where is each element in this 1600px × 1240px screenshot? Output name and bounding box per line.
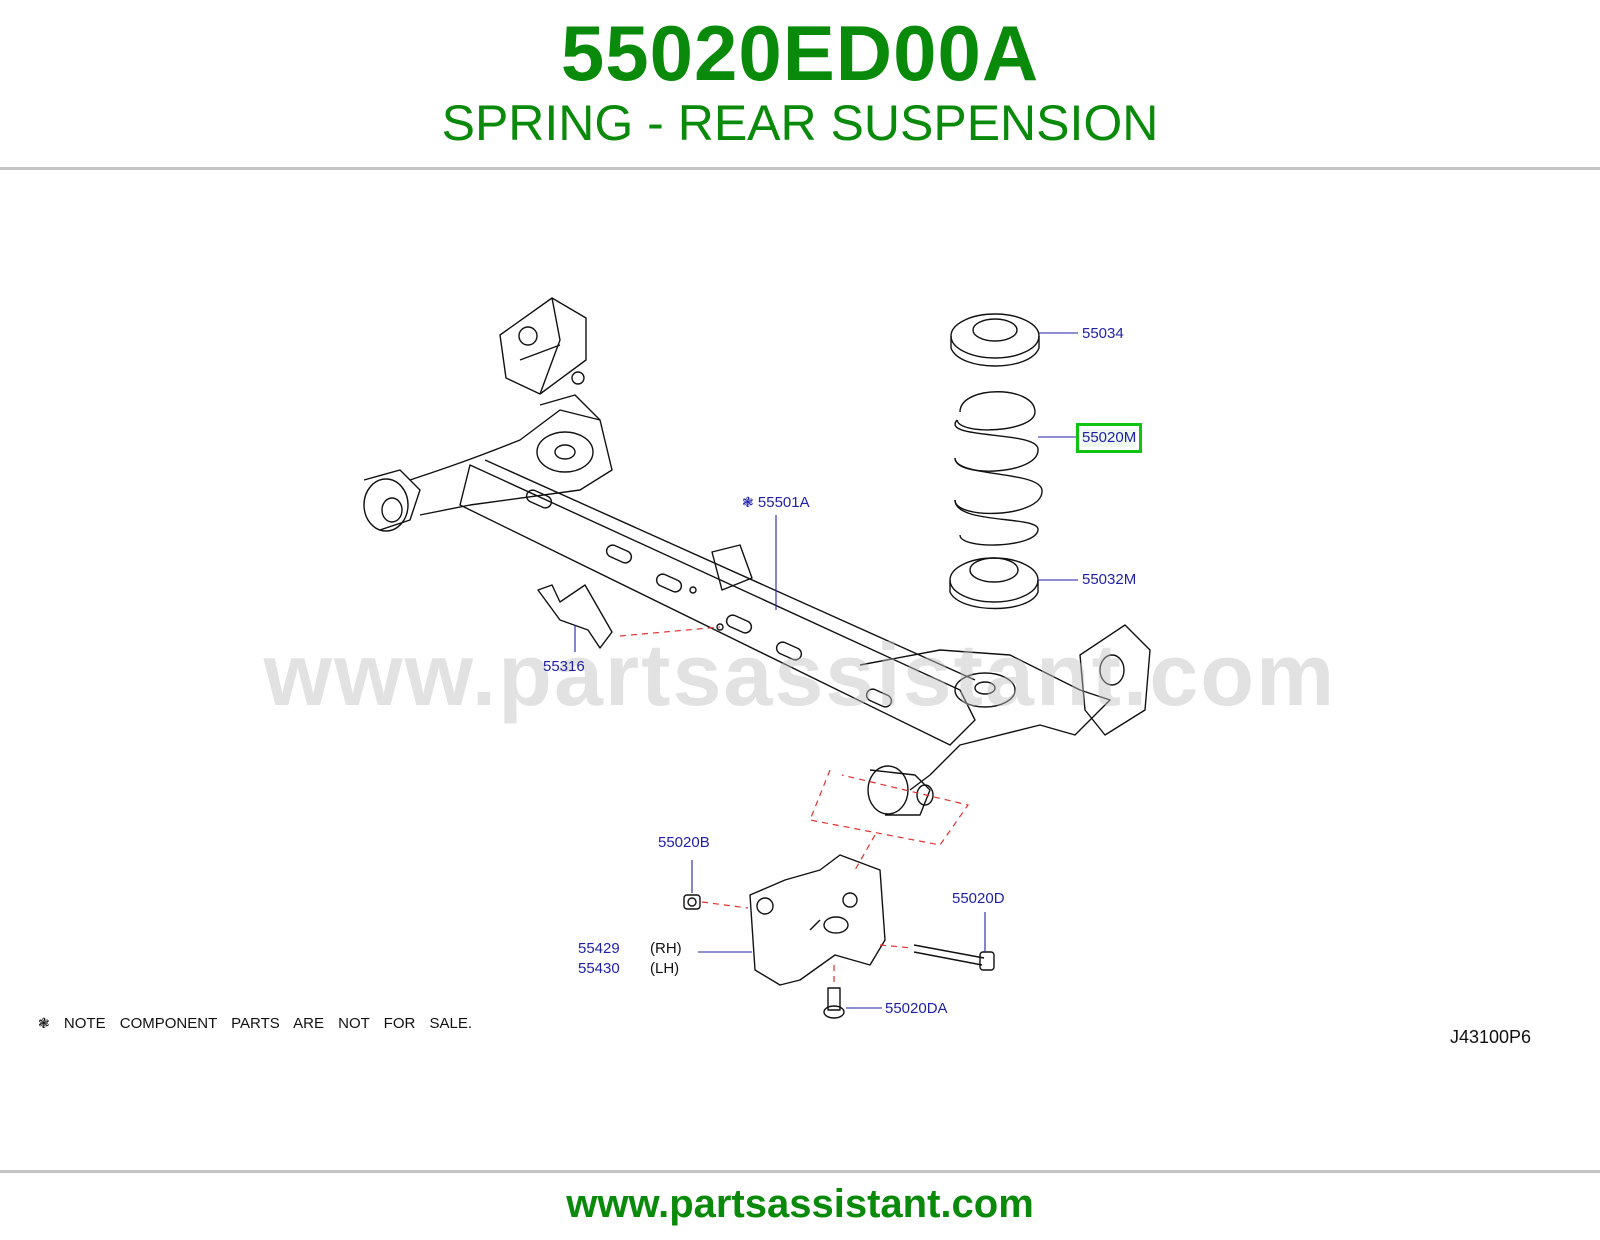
- left-mount-bracket: [499, 297, 587, 395]
- flange-nut: [683, 894, 701, 910]
- note-star-icon: ❃: [38, 1015, 50, 1031]
- lower-spring-seat: [949, 557, 1039, 610]
- mounting-bracket: [749, 854, 886, 986]
- callout-55430[interactable]: 55430: [578, 960, 620, 977]
- not-for-sale-icon: ❃: [742, 494, 754, 510]
- left-bushing: [363, 469, 421, 532]
- side-lh: (LH): [650, 960, 680, 977]
- axle-beam: [459, 459, 976, 746]
- part-description: SPRING - REAR SUSPENSION: [441, 95, 1159, 151]
- right-bushing: [867, 765, 934, 816]
- callout-55501A[interactable]: ❃ 55501A: [742, 493, 810, 512]
- right-trailing-arm: [859, 649, 1111, 791]
- callout-55316[interactable]: 55316: [543, 658, 585, 675]
- side-rh: (RH): [650, 940, 682, 957]
- callout-55429[interactable]: 55429: [578, 940, 620, 957]
- long-bolt: [913, 944, 995, 971]
- note-text: NOTE COMPONENT PARTS ARE NOT FOR SALE.: [63, 1015, 473, 1032]
- left-trailing-arm: [409, 394, 613, 516]
- upper-spring-seat: [950, 313, 1040, 367]
- part-number-title: 55020ED00A: [560, 9, 1040, 97]
- not-for-sale-note: ❃ NOTE COMPONENT PARTS ARE NOT FOR SALE.: [38, 1014, 472, 1033]
- callout-55034[interactable]: 55034: [1082, 325, 1124, 342]
- dashed-leaders: [619, 626, 969, 986]
- callout-leaders: [574, 332, 1078, 1009]
- footer-divider: [0, 1170, 1600, 1173]
- footer-link[interactable]: www.partsassistant.com: [566, 1182, 1034, 1226]
- short-bolt: [823, 987, 845, 1019]
- suspension-diagram: [363, 297, 1151, 1019]
- diagram-code: J43100P6: [1450, 1027, 1532, 1047]
- callout-55501A-label: 55501A: [757, 494, 810, 511]
- callout-55020M[interactable]: 55020M: [1075, 423, 1143, 453]
- right-mount-bracket: [1079, 624, 1151, 736]
- coil-spring: [954, 391, 1043, 546]
- header-divider: [0, 167, 1600, 170]
- page-header: 55020ED00A SPRING - REAR SUSPENSION: [0, 0, 1600, 170]
- callout-55020D[interactable]: 55020D: [952, 890, 1005, 907]
- callout-55020B[interactable]: 55020B: [658, 834, 710, 851]
- small-bracket: [537, 584, 613, 649]
- callout-55020DA[interactable]: 55020DA: [885, 1000, 948, 1017]
- callout-55032M[interactable]: 55032M: [1082, 571, 1137, 588]
